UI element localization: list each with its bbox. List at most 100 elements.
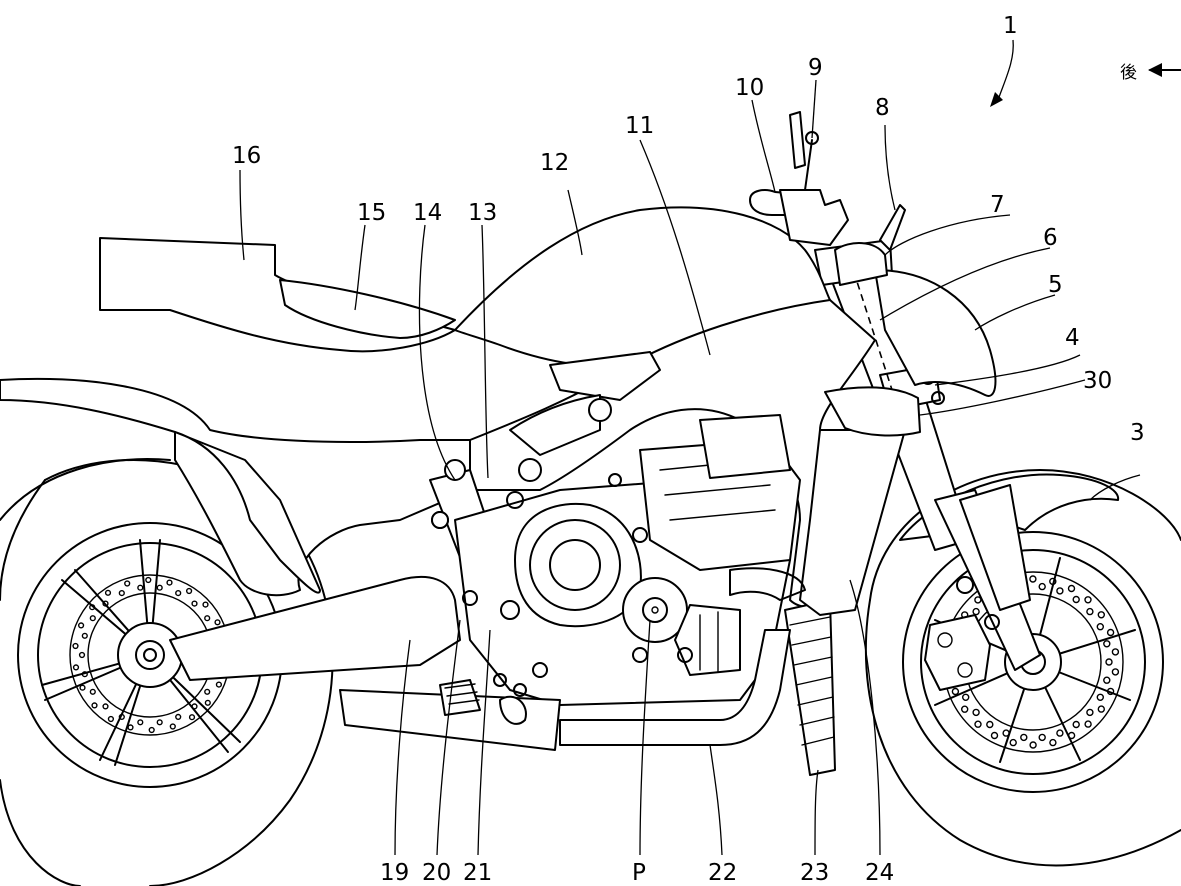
disc-hole — [186, 587, 193, 595]
disc-hole — [1111, 668, 1120, 676]
disc-hole — [188, 714, 196, 721]
disc-hole — [1009, 738, 1017, 747]
disc-hole — [974, 596, 982, 604]
headlight-cowl — [874, 269, 997, 397]
mirror — [789, 111, 806, 169]
disc-hole — [214, 619, 221, 626]
disc-hole — [124, 580, 131, 587]
exhaust-header — [729, 567, 806, 601]
disc-hole — [1020, 733, 1028, 742]
ref-label-5: 5 — [1048, 272, 1063, 298]
disc-hole — [1097, 611, 1106, 619]
disc-hole — [145, 576, 152, 584]
seat — [279, 279, 456, 339]
steering-head — [834, 242, 888, 286]
disc-hole — [1038, 582, 1046, 591]
disc-hole — [175, 589, 182, 597]
disc-hole — [89, 615, 96, 622]
ref-label-23: 23 — [800, 860, 829, 886]
disc-hole — [202, 601, 209, 608]
disc-hole — [1103, 640, 1111, 648]
disc-hole — [204, 688, 211, 695]
leader-lines — [239, 39, 1141, 856]
disc-hole — [1106, 628, 1115, 637]
disc-hole — [1029, 741, 1037, 749]
rear-tire-left — [0, 479, 46, 601]
disc-hole — [1084, 720, 1092, 728]
ref-label-4: 4 — [1065, 325, 1080, 351]
front-rim-outer — [902, 531, 1164, 793]
disc-hole — [72, 642, 79, 650]
frame-pivot-bolt-3 — [444, 459, 466, 481]
disc-hole — [951, 687, 960, 696]
ref-label-15: 15 — [357, 200, 386, 226]
disc-hole — [72, 664, 80, 671]
disc-hole — [104, 589, 112, 596]
ref-label-8: 8 — [875, 95, 890, 121]
ref-label-10: 10 — [735, 75, 764, 101]
disc-hole — [1038, 733, 1046, 742]
clutch-cover-ring — [529, 519, 621, 611]
disc-hole — [1067, 584, 1076, 593]
disc-hole — [79, 684, 86, 691]
front-brake-caliper — [924, 614, 991, 691]
disc-hole — [974, 720, 982, 728]
rear-hub — [117, 622, 183, 688]
disc-hole — [148, 726, 155, 734]
disc-hole — [215, 681, 223, 688]
ref-label-19: 19 — [380, 860, 409, 886]
disc-hole — [204, 699, 211, 706]
disc-hole — [156, 719, 163, 726]
cylinder-fins — [699, 414, 791, 479]
disc-hole — [962, 693, 970, 701]
direction-indicator: 後 — [1120, 63, 1181, 83]
radiator — [784, 599, 836, 776]
disc-hole — [1056, 729, 1064, 737]
ref-label-13: 13 — [468, 200, 497, 226]
rear-subframe — [174, 431, 321, 594]
throttle-lever — [879, 204, 906, 251]
reference-numerals: 1 9 10 8 11 12 16 15 14 13 7 6 5 4 30 3 … — [232, 13, 1145, 886]
disc-hole — [1072, 720, 1080, 729]
ref-label-7: 7 — [990, 192, 1005, 218]
frame-pivot-bolt-2 — [518, 458, 542, 482]
ref-label-12: 12 — [540, 150, 569, 176]
frame-pivot-bolt-1 — [588, 398, 612, 422]
disc-hole — [1029, 575, 1037, 583]
disc-hole — [91, 702, 98, 709]
disc-hole — [1056, 587, 1064, 595]
disc-hole — [1103, 676, 1111, 684]
ref-label-3: 3 — [1130, 420, 1145, 446]
front-tire-lower — [864, 599, 1181, 867]
disc-hole — [961, 705, 969, 713]
disc-hole — [1096, 623, 1105, 631]
disc-hole — [1086, 607, 1094, 616]
ref-label-21: 21 — [463, 860, 492, 886]
disc-hole — [990, 731, 999, 740]
exhaust-collector — [439, 679, 481, 716]
rear-axle — [135, 640, 165, 670]
swing-arm — [169, 575, 461, 681]
disc-hole — [1086, 708, 1094, 717]
ref-label-1: 1 — [1003, 13, 1018, 39]
disc-hole — [972, 708, 980, 717]
disc-hole — [1072, 595, 1080, 604]
disc-hole — [1105, 658, 1113, 666]
disc-hole — [166, 579, 173, 586]
engine — [454, 414, 801, 706]
ref-label-6: 6 — [1043, 225, 1058, 251]
disc-hole — [137, 584, 144, 591]
disc-hole — [107, 715, 115, 723]
radiator-shroud — [799, 429, 906, 616]
disc-hole — [1097, 705, 1106, 713]
ref-label-16: 16 — [232, 143, 261, 169]
disc-hole — [81, 632, 88, 639]
disc-hole — [137, 719, 144, 726]
disc-hole — [175, 713, 182, 721]
disc-hole — [102, 703, 109, 710]
figure-ref-arrowhead — [990, 92, 1003, 107]
ref-label-30: 30 — [1083, 368, 1112, 394]
disc-hole — [191, 600, 198, 607]
starter-motor — [674, 604, 741, 676]
